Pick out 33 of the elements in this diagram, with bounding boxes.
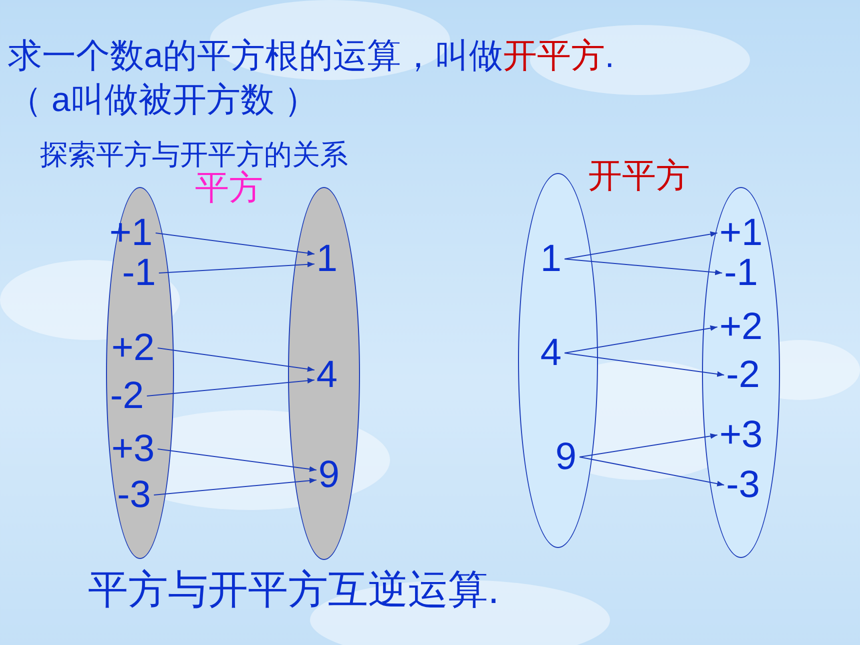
arrow	[564, 258, 723, 276]
arrow	[564, 352, 725, 377]
number-label: 9	[555, 438, 577, 476]
conclusion-text: 平方与开平方互逆运算.	[88, 568, 500, 612]
arrow	[579, 456, 725, 486]
number-label: 4	[316, 356, 338, 394]
square-heading: 平方	[195, 170, 263, 208]
number-label: -2	[726, 356, 760, 394]
number-label: -1	[122, 254, 156, 292]
number-label: -1	[724, 254, 758, 292]
number-label: -2	[110, 377, 144, 415]
arrow	[564, 325, 718, 354]
arrow	[158, 262, 315, 274]
arrow	[564, 231, 718, 260]
number-label: +3	[719, 416, 763, 454]
number-label: +1	[719, 214, 763, 252]
note-text: （ a叫做被开方数 ）	[8, 82, 318, 120]
arrow	[146, 378, 315, 396]
number-label: -3	[726, 466, 760, 504]
arrow	[157, 348, 315, 372]
subtitle-text: 探索平方与开平方的关系	[40, 140, 348, 170]
number-label: 1	[540, 240, 562, 278]
arrow	[579, 433, 718, 458]
number-label: +2	[719, 308, 763, 346]
arrow	[157, 448, 317, 472]
number-label: 1	[316, 240, 338, 278]
number-label: 4	[540, 334, 562, 372]
number-label: -3	[117, 476, 151, 514]
number-label: +2	[111, 329, 155, 367]
number-label: +3	[111, 430, 155, 468]
number-label: 9	[318, 456, 340, 494]
square-root-heading: 开平方	[588, 158, 690, 196]
definition-text: 求一个数a的平方根的运算，叫做开平方.	[8, 38, 614, 76]
